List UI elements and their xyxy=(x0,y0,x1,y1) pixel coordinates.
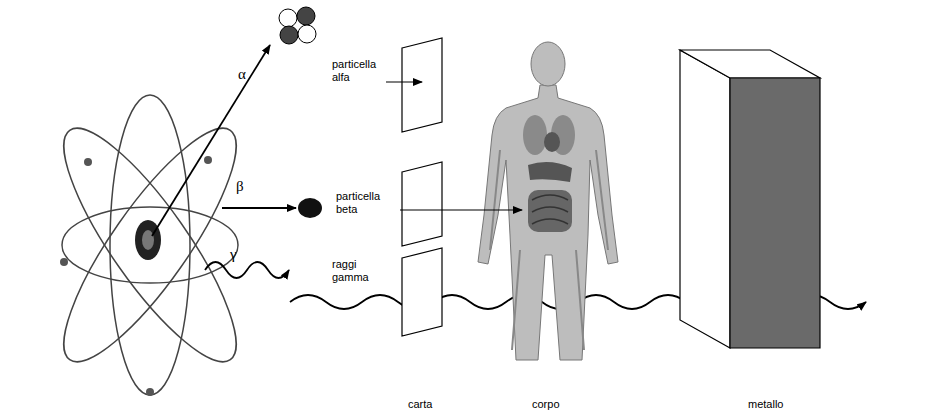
alpha-symbol: α xyxy=(238,66,246,82)
paper-sheets xyxy=(402,38,442,336)
atom xyxy=(39,95,262,395)
beta-particle xyxy=(298,198,322,218)
electron xyxy=(60,258,68,266)
beta-stop-arrow xyxy=(400,209,522,210)
beta-symbol: β xyxy=(236,178,244,194)
nucleus-core xyxy=(142,230,154,250)
nucleus xyxy=(135,220,161,260)
alpha-particle xyxy=(279,7,316,44)
gamma-symbol: γ xyxy=(230,246,237,262)
beta-arrow xyxy=(222,207,296,209)
ray-label: raggi gamma xyxy=(332,258,382,284)
particle-label: particella alfa xyxy=(332,58,384,84)
human-body xyxy=(478,42,618,360)
electron xyxy=(146,388,154,396)
material-label: metallo xyxy=(748,398,783,411)
alpha-stop-arrow xyxy=(386,81,422,82)
gamma-wave xyxy=(205,262,289,278)
metal-block xyxy=(680,50,820,348)
electron xyxy=(204,156,212,164)
electron xyxy=(84,158,92,166)
material-label: corpo xyxy=(532,398,560,411)
material-label: carta xyxy=(408,398,432,411)
particle-label: particella beta xyxy=(336,190,390,216)
